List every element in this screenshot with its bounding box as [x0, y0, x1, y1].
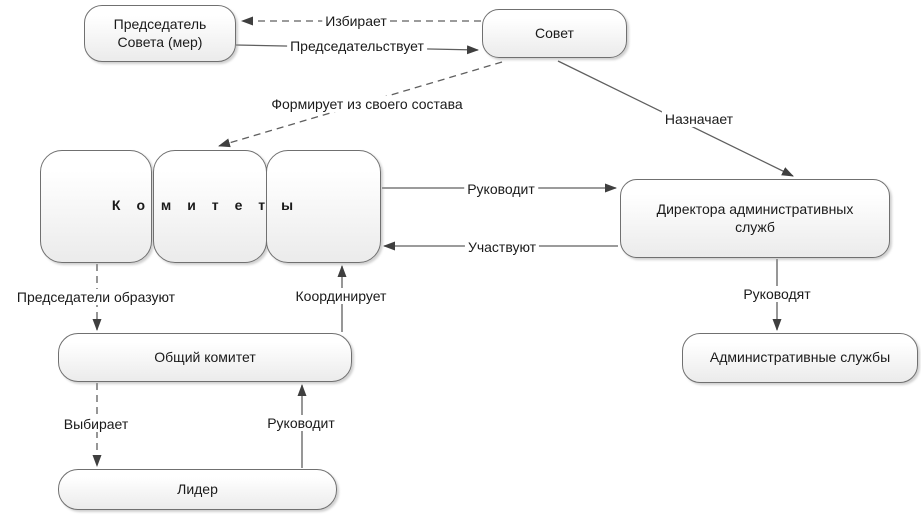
- node-admin-services-label: Административные службы: [709, 349, 891, 366]
- node-directors: Директора административных служб: [620, 179, 890, 258]
- edge-label-chairmen-form: Председатели образуют: [13, 289, 179, 305]
- edge-label-selects: Выбирает: [60, 416, 132, 432]
- node-chairman-label-line2: Совета (мер): [117, 33, 203, 50]
- node-committee-2: [153, 150, 267, 263]
- edge-label-forms: Формирует из своего состава: [268, 96, 466, 112]
- node-general-committee-label: Общий комитет: [154, 348, 256, 365]
- node-chairman: Председатель Совета (мер): [84, 5, 236, 62]
- node-chairman-label-line1: Председатель: [113, 15, 207, 32]
- node-general-committee: Общий комитет: [58, 333, 352, 382]
- edge-label-manages-directors: Руководит: [464, 181, 538, 197]
- node-directors-label-line2: служб: [735, 218, 775, 235]
- node-committee-1: [40, 150, 152, 263]
- node-council: Совет: [482, 9, 627, 58]
- edge-label-manage-services: Руководят: [740, 286, 814, 302]
- node-admin-services: Административные службы: [682, 333, 918, 383]
- edge-label-appoints: Назначает: [661, 111, 737, 127]
- node-council-label: Совет: [535, 24, 574, 41]
- edge-label-chairs: Председательствует: [287, 38, 427, 54]
- node-leader-label: Лидер: [177, 480, 218, 497]
- edge-label-coordinates: Координирует: [292, 288, 390, 304]
- edge-label-elects: Избирает: [322, 13, 390, 29]
- edge-label-participate: Участвуют: [464, 239, 540, 255]
- node-directors-label-line1: Директора административных: [656, 200, 854, 217]
- node-leader: Лидер: [58, 469, 337, 510]
- edge-label-manages-general: Руководит: [264, 415, 338, 431]
- node-committee-3: [266, 150, 381, 263]
